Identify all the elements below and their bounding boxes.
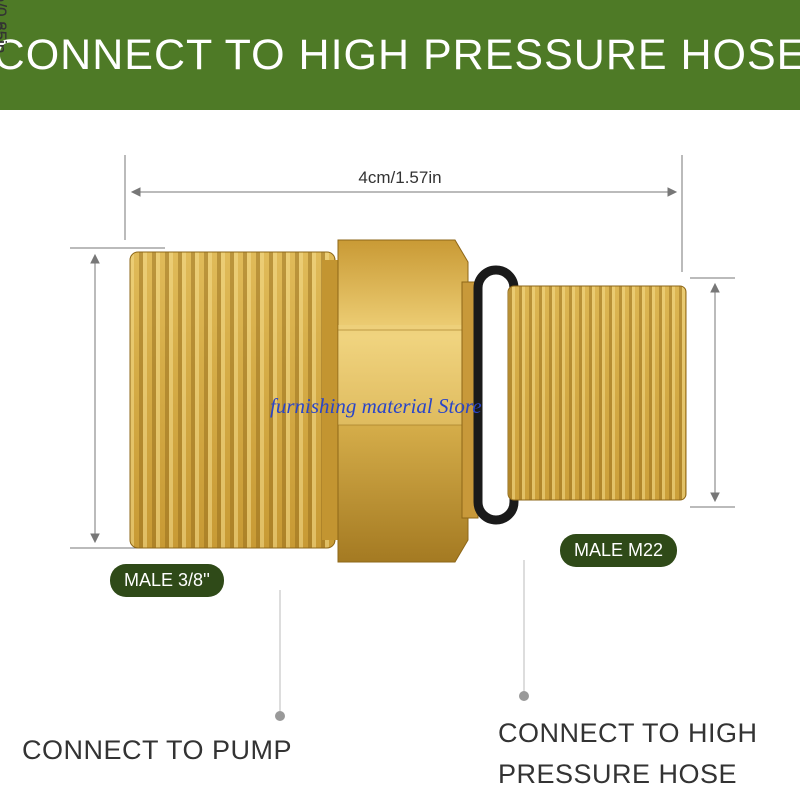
caption-connect-pump: CONNECT TO PUMP [22,735,293,765]
dimension-guides [70,155,735,549]
width-dimension-label: 4cm/1.57in [358,168,442,187]
callout-leaders [275,560,529,721]
banner-title: CONNECT TO HIGH PRESSURE HOSE [0,30,800,79]
caption-connect-hose: CONNECT TO HIGH PRESSURE HOSE [498,713,758,795]
right-height-label: 1.65cm/0.65in [0,0,10,54]
header-banner: CONNECT TO HIGH PRESSURE HOSE [0,0,800,110]
large-thread-body [129,251,338,549]
caption-hose-line1: CONNECT TO HIGH [498,718,758,748]
right-thread-badge: MALE M22 [560,534,678,567]
small-thread-body [507,285,687,501]
caption-hose-line2: PRESSURE HOSE [498,759,738,789]
left-thread-badge: MALE 3/8'' [110,564,224,597]
store-watermark: furnishing material Store [270,394,482,418]
